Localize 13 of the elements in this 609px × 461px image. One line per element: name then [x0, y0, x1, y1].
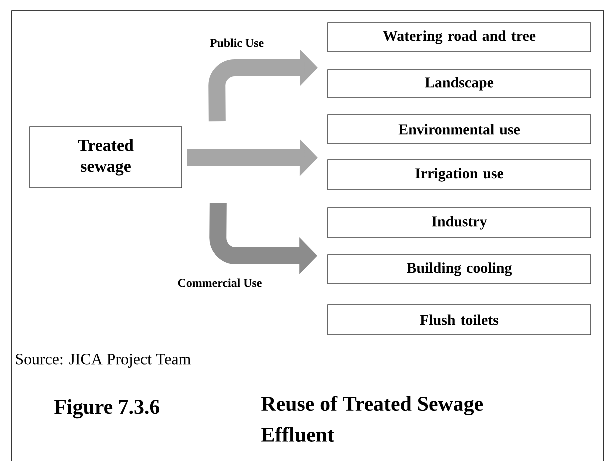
use-box: Industry — [328, 208, 592, 238]
source-box: Treated sewage — [30, 126, 182, 188]
source-note: Source: JICA Project Team — [16, 354, 191, 368]
use-box: Landscape — [328, 70, 592, 98]
use-box: Irrigation use — [328, 160, 592, 190]
use-box: Flush toilets — [328, 304, 592, 336]
edge-label: Public Use — [208, 38, 266, 48]
use-box: Environmental use — [328, 114, 592, 144]
figure-caption: Reuse of Treated Sewage Effluent — [262, 396, 484, 442]
edge-label: Commercial Use — [176, 278, 264, 288]
use-box: Building cooling — [328, 254, 592, 284]
figure-number: Figure 7.3.6 — [54, 399, 160, 419]
use-box: Watering road and tree — [328, 22, 592, 52]
